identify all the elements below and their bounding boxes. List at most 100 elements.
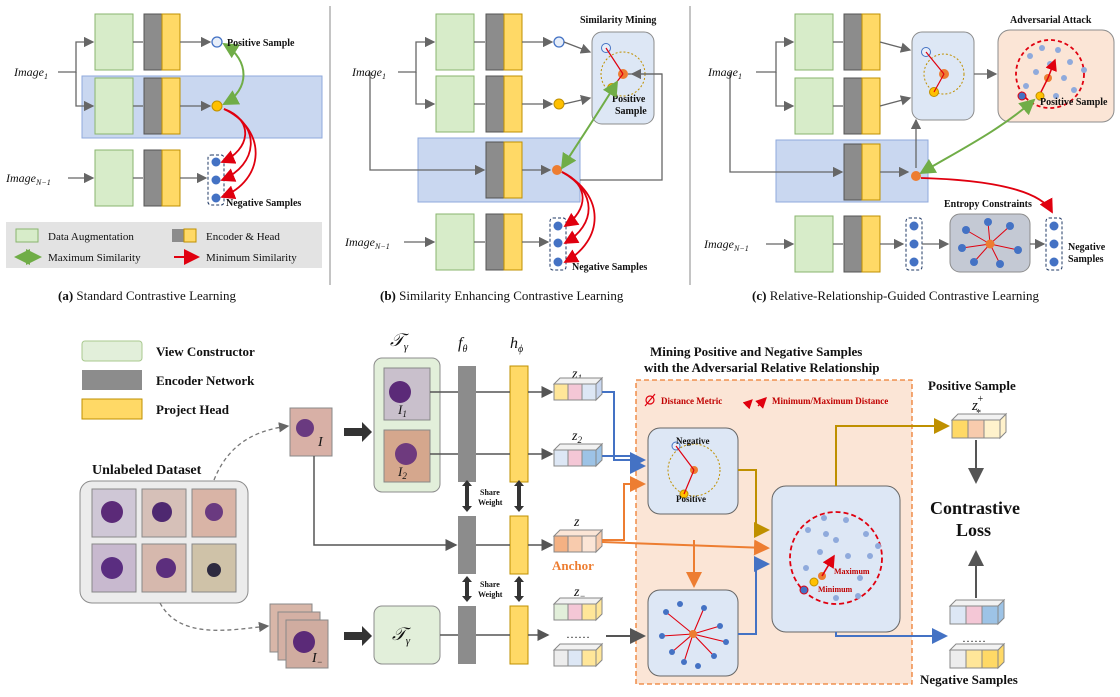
positive-node <box>1035 91 1045 101</box>
head-block <box>861 77 881 135</box>
positive-vector <box>950 412 1008 440</box>
z2-vector <box>552 442 604 468</box>
negative-node <box>1017 91 1027 101</box>
negative-node <box>211 193 221 203</box>
samples-label: Samples <box>1068 254 1104 265</box>
minimum-label: Minimum <box>818 585 853 594</box>
cell <box>296 419 314 437</box>
negative-node <box>211 175 221 185</box>
panel-c: Adversarial Attack Positive Sample Entro… <box>703 13 1115 303</box>
loss-label: Loss <box>956 520 991 540</box>
project-head <box>509 605 529 665</box>
anchor-node <box>985 239 995 249</box>
adversarial-attack-box <box>997 29 1115 123</box>
contrastive-label: Contrastive <box>930 498 1020 518</box>
distance-metric-icon <box>645 395 655 405</box>
share-arrow <box>514 480 524 512</box>
positive-label: Positive <box>612 94 646 105</box>
distance-metric-icon <box>644 393 656 407</box>
negative-output <box>835 628 948 644</box>
image1-label: Image1 <box>707 65 742 81</box>
min-max-icon <box>755 397 767 409</box>
negative-node <box>553 257 563 267</box>
caption-c: (c) Relative-Relationship-Guided Contras… <box>752 288 1040 303</box>
arrow <box>563 41 592 54</box>
share-arrow <box>462 480 472 512</box>
similarity-circle <box>923 53 965 95</box>
panel-b: Similarity Mining Positive Sample Image1… <box>344 13 663 303</box>
negative-samples-label: Negative Samples <box>226 198 301 209</box>
mining-title-2: with the Adversarial Relative Relationsh… <box>644 360 879 375</box>
project-head <box>509 515 529 575</box>
dataset-thumbnails <box>91 488 237 593</box>
zminus-label: z− <box>573 585 586 601</box>
legend-head: Project Head <box>156 402 230 417</box>
encoder-block <box>843 215 863 273</box>
augment-block <box>435 213 475 271</box>
encoder-block <box>485 75 505 133</box>
arrow <box>398 36 436 73</box>
negative-node <box>1049 257 1059 267</box>
positive-sample-label: Positive Sample <box>928 378 1016 393</box>
z2-label: z2 <box>571 429 582 445</box>
repulsion-points <box>659 601 729 669</box>
encoder-block <box>485 213 505 271</box>
encoder-network <box>458 366 476 482</box>
z1-flow <box>602 391 646 468</box>
encoder-block <box>485 13 505 71</box>
link <box>933 73 945 93</box>
z2-flow <box>602 455 646 474</box>
negative-group <box>549 217 567 271</box>
head-block <box>503 75 523 133</box>
link <box>925 51 945 75</box>
arrow <box>75 72 95 112</box>
cell <box>293 631 315 653</box>
negative-node <box>799 585 809 595</box>
caption-a: (a) Standard Contrastive Learning <box>58 288 236 303</box>
share-label: Share <box>480 580 500 589</box>
min-similarity-arrow <box>220 108 257 200</box>
negative-vector-output-top <box>948 598 1006 626</box>
anchor-node <box>552 165 562 175</box>
imageN-label: ImageN−1 <box>5 171 51 187</box>
negative-node <box>909 257 919 267</box>
head-block <box>861 143 881 201</box>
anchor-flow <box>602 476 646 541</box>
similarity-flow <box>738 469 770 538</box>
encoder-network <box>458 516 476 574</box>
negative-vector-top <box>552 596 604 622</box>
min-similarity-arrow <box>920 177 1053 214</box>
min-line <box>1040 77 1049 93</box>
legend-min: Minimum Similarity <box>206 252 297 264</box>
arrow <box>879 41 912 53</box>
share-arrow <box>462 576 472 602</box>
arrow <box>756 36 795 73</box>
dashed-arrow <box>159 602 270 633</box>
arrow <box>313 456 458 551</box>
min-max-distance-label: Minimum/Maximum Distance <box>772 396 888 406</box>
h-phi-label: hϕ <box>510 335 523 355</box>
augment-block <box>94 13 134 71</box>
view-I2-label: I2 <box>397 464 407 481</box>
anchor-node <box>211 100 223 112</box>
view-I1-label: I1 <box>397 402 407 419</box>
positive-node <box>553 98 565 110</box>
project-head <box>509 365 529 483</box>
sample-label: Sample <box>615 106 647 117</box>
dots: …… <box>566 627 590 641</box>
max-similarity-arrow <box>560 80 619 170</box>
negative-label: Negative <box>1068 242 1106 253</box>
big-arrow <box>344 626 372 646</box>
encoder-network <box>458 606 476 664</box>
weight-label: Weight <box>478 498 503 507</box>
augment-block <box>435 75 475 133</box>
augment-block <box>94 77 134 135</box>
positive-sample-label: Positive Sample <box>227 38 295 49</box>
image1-label: Image1 <box>13 65 48 81</box>
weight-label: Weight <box>478 590 503 599</box>
negative-vector-bottom <box>552 642 604 668</box>
positive-node <box>809 577 819 587</box>
image-I-minus-label: I− <box>311 651 323 667</box>
imageN-label: ImageN−1 <box>703 237 749 253</box>
panel-a: Image1 ImageN−1 Positive Sample Negative… <box>5 13 323 303</box>
